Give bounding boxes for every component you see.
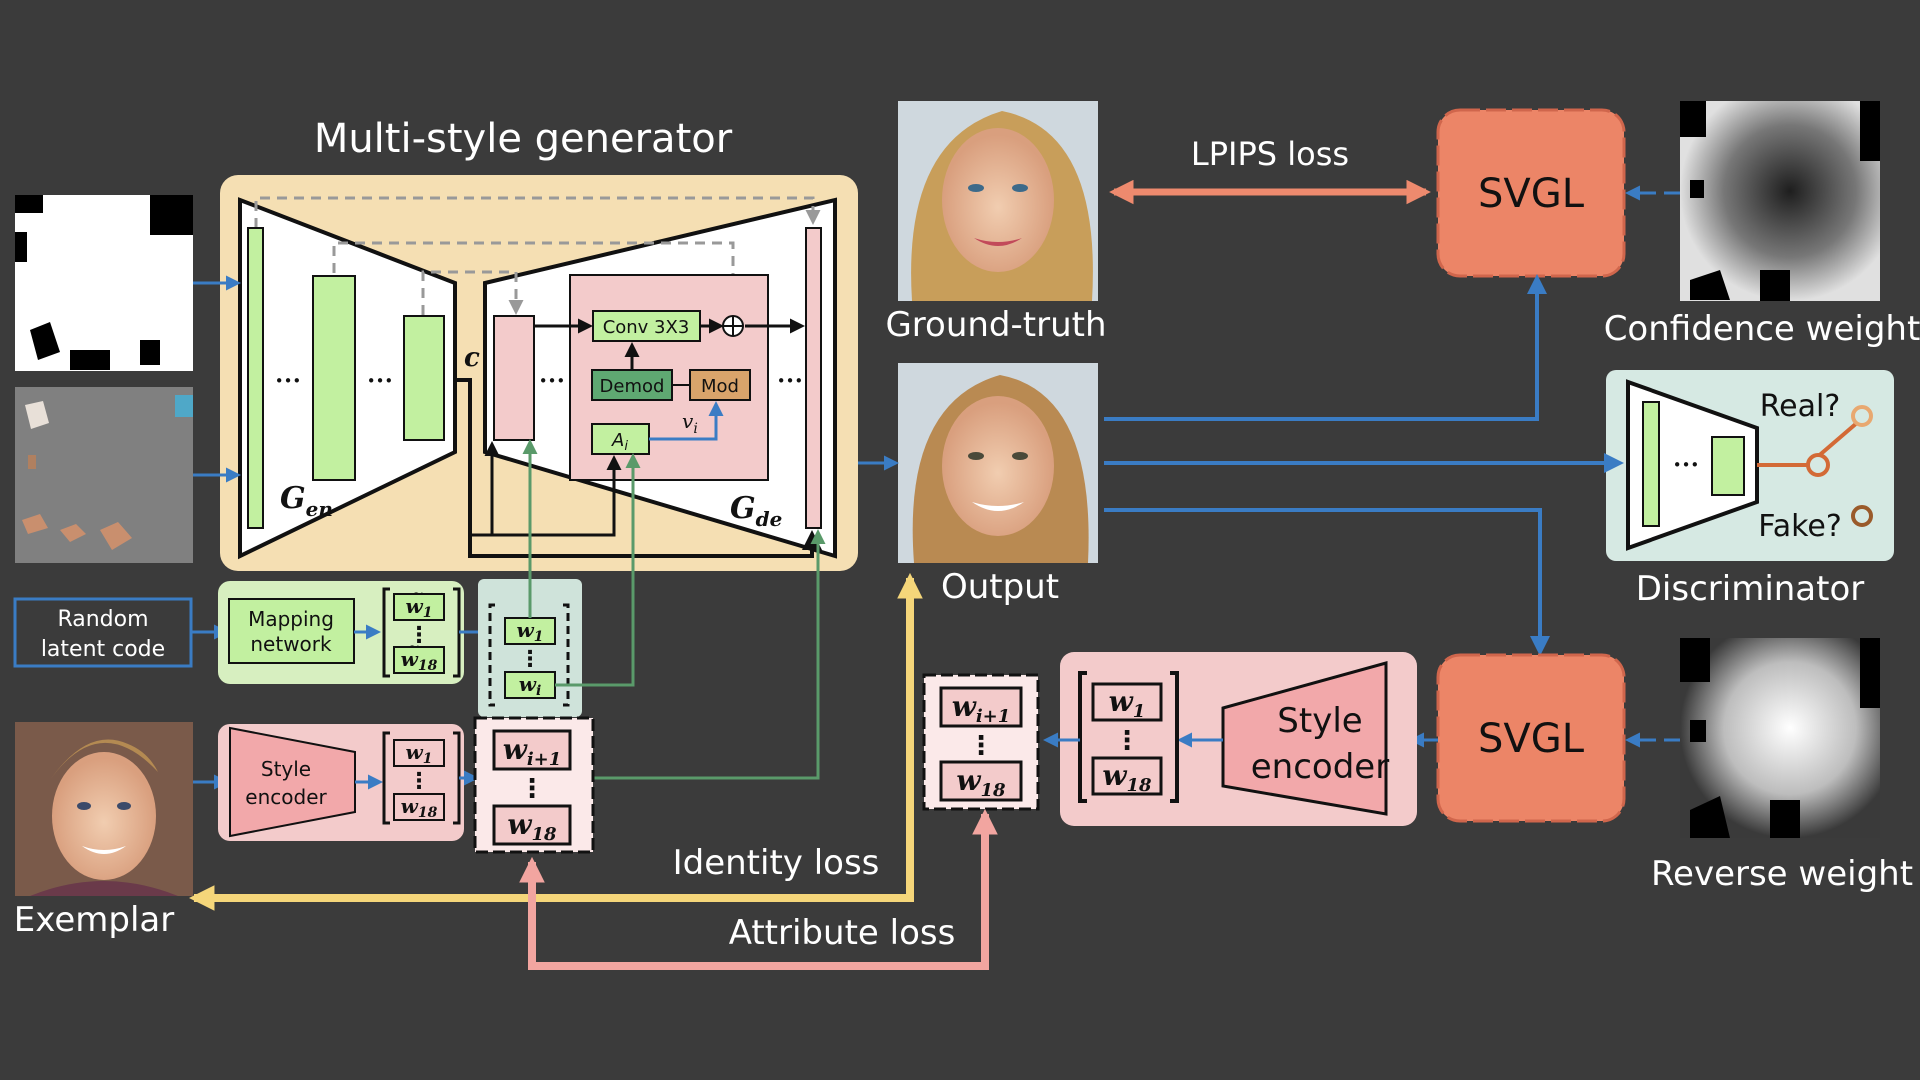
w-tilde-selected-vdots: ⋮ [519,647,541,672]
conv-label: Conv 3X3 [603,317,690,338]
latent-code-c: c [464,343,480,373]
encoder-label: Gen [280,481,333,521]
encoder-dots-2: ••• [367,372,394,390]
decoder-dots-1: ••• [539,372,566,390]
style-encoder-big-shape [1221,661,1388,816]
w-bar-i1-box [939,686,1023,728]
mod-label: Mod [701,376,739,397]
identity-loss-arrow [188,572,923,911]
exemplar-image [15,722,193,896]
ground-truth-image [898,101,1098,301]
mod-block [689,369,751,401]
masked-face-image [15,387,193,563]
decoder-feature-2 [805,227,822,529]
w-bar-18: w18 [1102,759,1152,796]
attribute-loss-label: Attribute loss [729,913,956,953]
w-bar-1: w1 [1109,685,1146,722]
discriminator-dots: ••• [1673,456,1700,474]
w-bar-i1: wi+1 [952,690,1011,727]
w-bar-18-selected: w18 [956,764,1006,801]
fake-label: Fake? [1758,509,1842,544]
conv-block [592,310,701,342]
random-latent-line1: Random [57,607,148,632]
discriminator-feature-1 [1642,401,1660,527]
mapping-line2: network [250,632,332,656]
encoder-dots-1: ••• [275,372,302,390]
style-encoder-small-line2: encoder [245,785,327,809]
w-tilde-18-tilde: ~ [408,639,420,655]
affine-label: Ai [611,430,628,454]
real-label: Real? [1760,389,1841,424]
decoder-dots-2: ••• [777,372,804,390]
reverse-weight-label: Reverse weight [1651,854,1913,894]
w-bar-18-selected-box [939,760,1023,802]
confidence-weight-label: Confidence weight [1604,309,1920,349]
generator-title: Multi-style generator [314,116,733,162]
encoder-feature-2 [312,275,356,481]
random-latent-line2: latent code [41,637,165,662]
demod-block [591,369,673,401]
svgl-top-label: SVGL [1478,171,1585,217]
skip-connection-inner [421,270,524,315]
output-image [898,363,1098,563]
affine-block [591,423,650,455]
encoder-feature-3 [403,315,445,441]
decoder-label: Gde [730,491,782,531]
discriminator-label: Discriminator [1636,569,1865,609]
discriminator-feature-2 [1711,436,1745,496]
w-bar-vdots: ⋮ [1114,726,1140,756]
attribute-loss-arrow [519,808,998,970]
w-vdots: ⋮ [408,769,430,794]
decoder-feature-1 [493,315,535,441]
output-label: Output [941,567,1059,607]
reverse-weight-image [1680,638,1880,838]
skip-connection-outer [254,196,821,228]
style-vector-label: vi [682,409,698,437]
lpips-label: LPIPS loss [1191,135,1349,173]
encoder-feature-1 [247,227,264,529]
style-encoder-big-line2: encoder [1251,747,1389,787]
mask-image [15,195,193,371]
demod-label: Demod [600,376,665,397]
identity-loss-label: Identity loss [673,843,880,883]
mapping-line1: Mapping [248,607,334,631]
svgl-bottom-label: SVGL [1478,716,1585,762]
w-bar-18-box [1091,756,1163,796]
ground-truth-label: Ground-truth [885,305,1106,345]
w-selected-vdots: ⋮ [519,774,545,804]
exemplar-label: Exemplar [14,900,174,940]
w-bar-1-box [1091,682,1163,722]
w-tilde-1-tilde: ~ [412,586,424,602]
style-encoder-small-line1: Style [261,757,311,781]
svgl-bottom-box [1436,653,1626,823]
confidence-weight-image [1680,101,1880,301]
w-bar-selected-vdots: ⋮ [968,731,994,761]
style-encoder-big-line1: Style [1277,701,1362,741]
discriminator-trapezoid [1626,379,1759,551]
